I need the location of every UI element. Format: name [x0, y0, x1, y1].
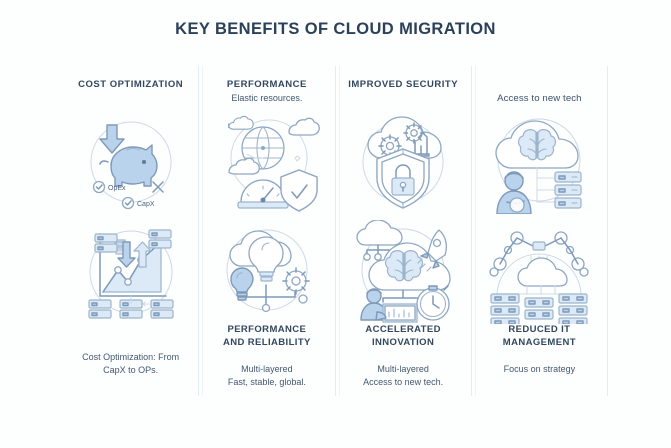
robotic-arms-datacenter-icon: [489, 231, 590, 324]
column-header-title: Access to new tech: [497, 93, 582, 104]
cloud-brain-rocket-icon: [356, 220, 451, 323]
cloud-lightbulb-gear-icon: [226, 229, 310, 313]
benefit-column-performance: PERFORMANCE Elastic resources.: [199, 66, 340, 396]
column-header: Access to new tech: [497, 66, 581, 108]
column-header-title: COST OPTIMIZATION: [78, 79, 184, 90]
brain-icon: [518, 129, 557, 161]
robotic-arm-icon: [489, 231, 535, 277]
footer-title-spacer: [82, 324, 179, 337]
column-footer-desc: Focus on strategy: [503, 364, 576, 374]
server-icon: [554, 197, 582, 209]
piggy-bank-savings-icon: OpEx CapX: [90, 121, 172, 210]
brain-icon: [385, 250, 424, 282]
gear-icon: [282, 267, 310, 295]
benefits-columns: COST OPTIMIZATION OpEx CapX: [63, 66, 608, 396]
server-rack-icon: [558, 293, 588, 324]
growth-chart-servers-icon: [88, 229, 174, 319]
shield-padlock-cloud-icon: [362, 116, 444, 209]
benefit-column-reduced-it-management: Access to new tech: [472, 66, 608, 396]
robotic-arm-icon: [544, 231, 590, 277]
gear-icon: [403, 122, 425, 144]
server-icon: [94, 233, 118, 253]
server-icon: [554, 184, 582, 196]
globe-gauge-shield-icon: [227, 115, 320, 212]
benefit-column-cost-optimization: COST OPTIMIZATION OpEx CapX: [63, 66, 204, 396]
server-rack-icon: [524, 297, 554, 320]
column-header: IMPROVED SECURITY: [348, 66, 458, 108]
server-icon: [554, 171, 582, 183]
page-title: KEY BENEFITS OF CLOUD MIGRATION: [175, 20, 496, 38]
person-laptop-icon: [360, 288, 418, 323]
rocket-icon: [417, 229, 448, 272]
opex-label: OpEx: [108, 185, 126, 192]
server-icon: [88, 299, 112, 319]
server-icon: [148, 229, 172, 249]
benefit-column-improved-security: IMPROVED SECURITY: [336, 66, 477, 396]
column-header-title: IMPROVED SECURITY: [348, 79, 459, 90]
column-header: COST OPTIMIZATION: [78, 66, 183, 108]
capx-label: CapX: [137, 201, 155, 208]
column-header-subtitle: Elastic resources.: [231, 93, 303, 103]
person-icon: [496, 171, 533, 214]
cloud-brain-servers-person-icon: [495, 118, 582, 214]
stopwatch-icon: [416, 285, 450, 321]
server-icon: [150, 299, 174, 319]
column-header: PERFORMANCE Elastic resources.: [227, 66, 307, 108]
server-rack-icon: [490, 293, 520, 324]
column-header-title: PERFORMANCE: [226, 79, 307, 90]
